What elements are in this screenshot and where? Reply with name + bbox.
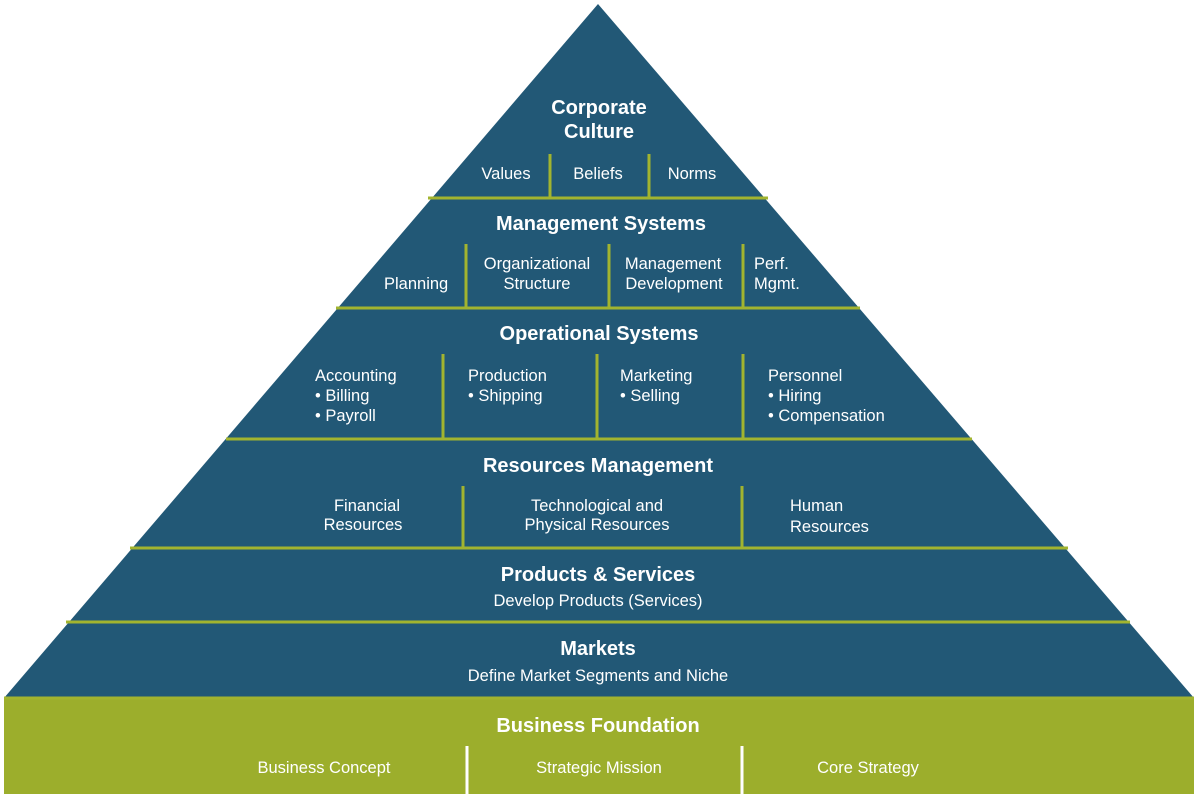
marketing-bullet-selling: • Selling: [620, 387, 680, 405]
culture-title-line1: Corporate: [551, 97, 647, 119]
foundation-title: Business Foundation: [496, 715, 700, 737]
resources-item-human-line1: Human: [790, 497, 844, 515]
resources-title: Resources Management: [482, 455, 714, 477]
management-item-dev-line2: Development: [625, 275, 723, 293]
management-item-perf-line2: Mgmt.: [754, 275, 800, 293]
personnel-bullet-compensation: • Compensation: [768, 407, 885, 425]
culture-item-norms: Norms: [667, 165, 717, 183]
resources-item-tech-line2: Physical Resources: [524, 516, 670, 534]
pyramid-body: [4, 4, 1194, 698]
management-item-org-line2: Structure: [503, 275, 571, 293]
operational-col-accounting: Accounting • Billing • Payroll: [315, 366, 397, 426]
management-item-planning: Planning: [384, 275, 449, 293]
accounting-bullet-payroll: • Payroll: [315, 407, 376, 425]
culture-item-values: Values: [481, 165, 531, 183]
production-heading: Production: [468, 367, 547, 385]
operational-col-production: Production • Shipping: [468, 366, 547, 406]
markets-title: Markets: [560, 638, 636, 660]
production-bullet-shipping: • Shipping: [468, 387, 543, 405]
operational-col-marketing: Marketing • Selling: [620, 366, 692, 406]
operational-col-personnel: Personnel • Hiring • Compensation: [768, 366, 885, 426]
resources-item-human-line2: Resources: [790, 518, 869, 536]
marketing-heading: Marketing: [620, 367, 693, 385]
tier-separators: [4, 196, 1194, 700]
resources-item-tech-line1: Technological and: [530, 497, 664, 515]
culture-title-line2: Culture: [564, 121, 634, 143]
accounting-bullet-billing: • Billing: [315, 387, 370, 405]
operational-title: Operational Systems: [499, 323, 699, 345]
personnel-heading: Personnel: [768, 367, 843, 385]
resources-item-financial-line2: Resources: [323, 516, 403, 534]
column-dividers: [441, 154, 745, 794]
foundation-item-concept: Business Concept: [257, 759, 391, 777]
management-item-dev-line1: Management: [624, 255, 722, 273]
accounting-heading: Accounting: [315, 367, 397, 385]
foundation-item-strategy: Core Strategy: [817, 759, 919, 777]
personnel-bullet-hiring: • Hiring: [768, 387, 822, 405]
markets-subtitle: Define Market Segments and Niche: [467, 667, 729, 685]
products-title: Products & Services: [500, 564, 696, 586]
management-title: Management Systems: [495, 213, 707, 235]
culture-item-beliefs: Beliefs: [573, 165, 623, 183]
products-subtitle: Develop Products (Services): [493, 592, 703, 610]
foundation-bar: [4, 698, 1194, 794]
resources-item-financial-line1: Financial: [333, 497, 401, 515]
management-item-org-line1: Organizational: [483, 255, 591, 273]
management-item-perf-line1: Perf.: [754, 255, 789, 273]
foundation-item-mission: Strategic Mission: [536, 759, 662, 777]
